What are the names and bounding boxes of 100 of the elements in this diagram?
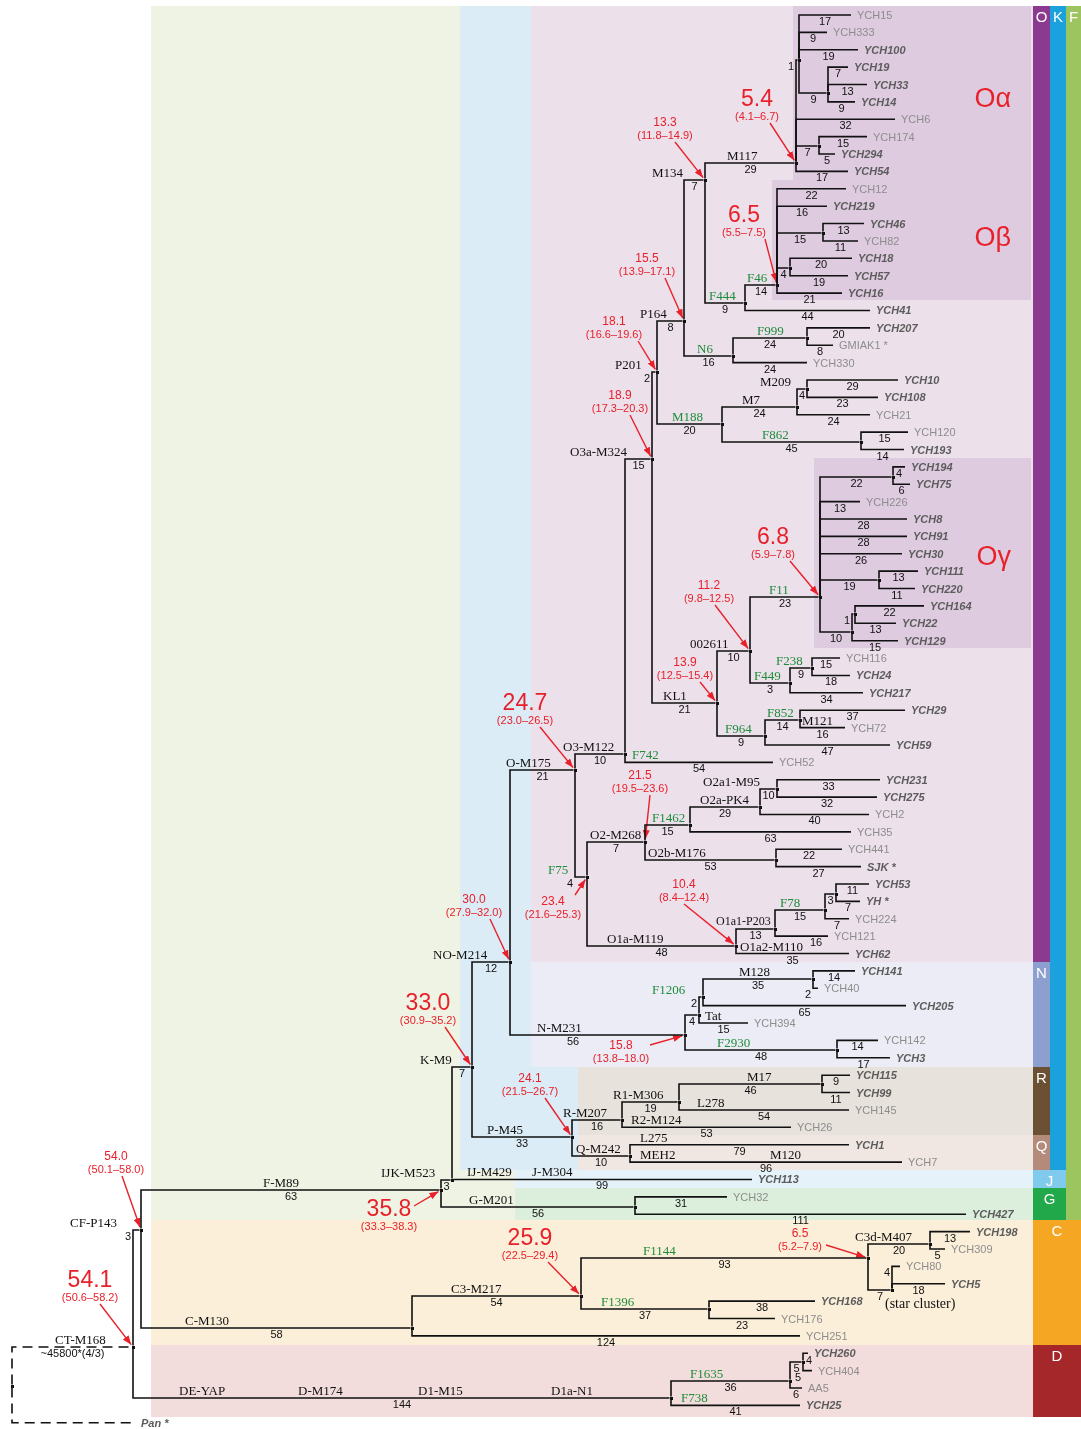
marker-label: J-M304	[532, 1165, 573, 1178]
sample-label: YCH35	[851, 824, 893, 839]
sample-label: YCH40	[818, 981, 860, 996]
arrow	[649, 1034, 683, 1046]
arrow	[642, 794, 651, 840]
branch-length: 33	[822, 780, 835, 792]
branch-length: 15	[661, 826, 674, 837]
marker-label: M188	[672, 410, 704, 423]
sample-label: YCH231	[880, 772, 928, 787]
age-estimate: 10.4 (8.4–12.4)	[658, 877, 710, 904]
branch-point	[734, 944, 738, 948]
sample-label: YCH7	[902, 1155, 938, 1170]
marker-label: O2b-M176	[648, 846, 706, 859]
tree-branch	[689, 825, 852, 833]
branch-length: 12	[484, 963, 498, 974]
branch-length: 96	[759, 1163, 773, 1175]
branch-length: 14	[776, 721, 789, 732]
arrow	[769, 122, 796, 162]
tree-branch	[571, 1137, 630, 1157]
marker-label: F449	[754, 669, 781, 682]
sample-label: YCH294	[835, 147, 883, 162]
tree-branch	[509, 962, 685, 1036]
sample-label: YCH25	[800, 1398, 842, 1413]
branch-length: 31	[674, 1197, 688, 1209]
tree-branch	[806, 389, 879, 399]
sample-label: YCH120	[908, 425, 956, 440]
tree-branch	[892, 477, 911, 486]
tree-branch	[683, 179, 705, 321]
sample-label: YCH224	[849, 911, 897, 926]
tree-branch	[732, 356, 808, 364]
branch-length: 3	[443, 1181, 450, 1192]
tree-branch	[451, 1066, 472, 1180]
tree-branch	[799, 709, 906, 720]
branch-point	[798, 718, 802, 722]
branch-length: 44	[801, 311, 814, 323]
branch-length: 56	[531, 1208, 545, 1219]
sample-label: YCH3	[890, 1050, 926, 1065]
tree-branch	[621, 1101, 679, 1120]
branch-length: 53	[704, 861, 717, 872]
branch-length: 4	[688, 1016, 696, 1027]
clade-label: Oγ	[976, 542, 1011, 570]
tree-branch	[509, 769, 575, 962]
branch-point	[877, 578, 881, 582]
branch-point	[805, 336, 809, 340]
branch-point	[853, 612, 857, 616]
tree-branch	[732, 337, 807, 356]
branch-length: 3	[827, 895, 834, 906]
marker-label: F11	[769, 583, 789, 596]
branch-length: 5	[823, 155, 831, 167]
branch-point	[811, 977, 815, 981]
branch-length: 58	[270, 1329, 283, 1340]
branch-point	[810, 666, 814, 670]
branch-length: 3	[124, 1231, 131, 1242]
tree-branch	[824, 893, 836, 910]
branch-point	[579, 1294, 583, 1298]
branch-length: 7	[691, 181, 698, 192]
sample-label: YCH142	[878, 1033, 926, 1048]
sample-label: YCH19	[848, 60, 890, 75]
tree-branch	[708, 1309, 776, 1320]
marker-label: CT-M168	[55, 1333, 106, 1346]
marker-label: F738	[681, 1391, 708, 1405]
branch-point	[585, 875, 589, 879]
marker-label: N6	[697, 342, 713, 355]
branch-point	[677, 1100, 681, 1104]
branch-length: 27	[812, 867, 825, 879]
tree-branch	[821, 1084, 851, 1094]
marker-label: F1144	[643, 1244, 676, 1257]
branch-length: 21	[803, 294, 816, 306]
branch-point	[707, 1307, 711, 1311]
tree-branch	[656, 320, 684, 372]
tree-branch	[798, 60, 828, 94]
age-estimate: 13.3 (11.8–14.9)	[637, 115, 693, 142]
sample-label: YCH168	[815, 1294, 863, 1309]
marker-label: O1a1-P203	[716, 915, 771, 928]
age-estimate: 30.0 (27.9–32.0)	[445, 892, 503, 919]
marker-label: F964	[725, 722, 752, 735]
marker-label: F999	[757, 324, 784, 337]
branch-point	[758, 805, 762, 809]
sample-label: YCH22	[896, 616, 938, 631]
arrow	[413, 1190, 440, 1207]
arrow	[121, 1175, 141, 1228]
marker-label: C3-M217	[451, 1282, 502, 1295]
sample-label: YCH251	[800, 1328, 848, 1343]
tree-branch	[835, 894, 861, 903]
marker-label: DE-YAP	[179, 1384, 226, 1397]
branch-length: 18	[912, 1284, 925, 1296]
haplogroup-bar: J	[1033, 1170, 1066, 1188]
tree-branch	[571, 1119, 622, 1137]
tree-branch	[776, 789, 878, 798]
tree-branch	[759, 788, 777, 807]
marker-label: CF-P143	[70, 1216, 117, 1229]
branch-length: 13	[892, 572, 905, 584]
branch-length: 56	[566, 1036, 580, 1047]
branch-length: 46	[744, 1085, 757, 1096]
arrow	[764, 238, 778, 283]
marker-label: F1206	[652, 983, 686, 996]
sample-label: YCH275	[877, 790, 925, 805]
branch-length: 1	[843, 615, 850, 626]
marker-label: M7	[742, 393, 761, 406]
tree-branch	[789, 683, 864, 694]
